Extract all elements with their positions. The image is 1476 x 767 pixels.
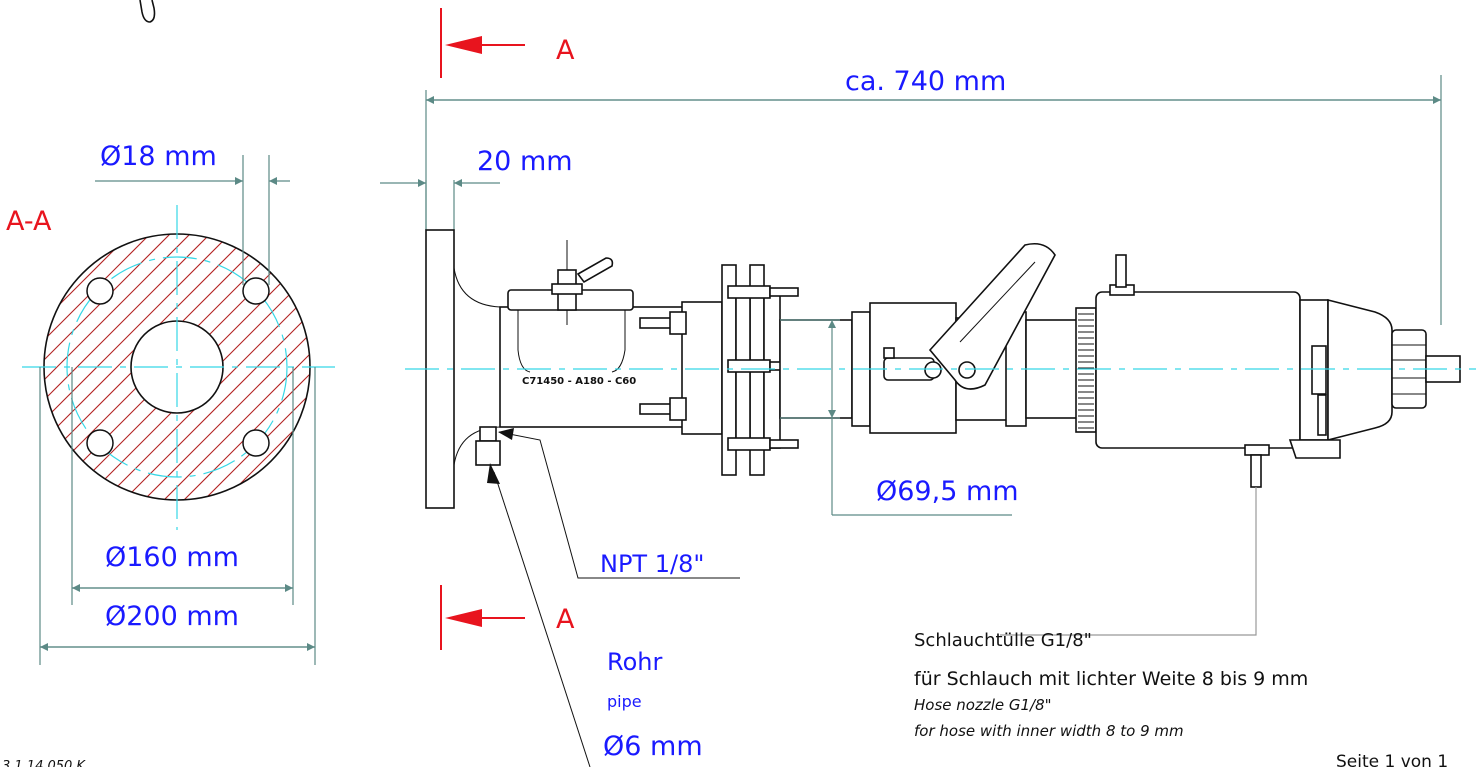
- body-diameter-dimension: Ø69,5 mm: [876, 476, 1019, 507]
- hose-nozzle-bottom: [1250, 454, 1262, 488]
- npt-thread-label: NPT 1/8": [600, 550, 704, 578]
- drawing-reference: 3.1.14.050 K: [2, 759, 86, 767]
- section-marker-bottom: A: [440, 585, 575, 650]
- hose-note-line2-de: für Schlauch mit lichter Weite 8 bis 9 m…: [914, 668, 1308, 690]
- hose-leader: [1000, 487, 1257, 636]
- section-a-a-view: Ø18 mm Ø160 mm Ø200 mm A-A: [6, 141, 335, 665]
- pipe-label-de: Rohr: [607, 648, 662, 676]
- svg-text:A: A: [556, 604, 575, 635]
- pipe-leader: [493, 471, 591, 767]
- partial-component: [139, 0, 156, 23]
- bolt-circle-dimension: Ø160 mm: [105, 542, 239, 573]
- pipe-label-en: pipe: [607, 692, 642, 711]
- mounting-foot: [1288, 439, 1341, 459]
- svg-text:A: A: [556, 35, 575, 66]
- flange-thickness-dimension: 20 mm: [477, 146, 573, 177]
- end-cap: [1327, 298, 1393, 442]
- total-length-dimension: ca. 740 mm: [845, 66, 1006, 97]
- hose-note-line2-en: for hose with inner width 8 to 9 mm: [914, 722, 1184, 740]
- coupling-ribs: [1078, 313, 1094, 429]
- flange-dimension: Ø200 mm: [105, 601, 239, 632]
- hose-note-line1-de: Schlauchtülle G1/8": [914, 630, 1092, 651]
- side-view: ca. 740 mm 20 mm C71450 - A180 - C60: [380, 66, 1476, 767]
- pipe-diameter: Ø6 mm: [603, 731, 703, 762]
- actuator-cylinder: [1095, 291, 1301, 449]
- part-number: C71450 - A180 - C60: [522, 376, 636, 387]
- section-marker-top: A: [440, 8, 575, 78]
- page-number: Seite 1 von 1: [1336, 752, 1448, 767]
- npt-port: [479, 426, 497, 442]
- bolt-hole-dimension: Ø18 mm: [100, 141, 217, 172]
- section-title: A-A: [6, 206, 52, 237]
- clamp-lever: [576, 257, 614, 284]
- bolt-holes: [86, 277, 270, 457]
- valve-lever: [928, 242, 1056, 390]
- hose-note-line1-en: Hose nozzle G1/8": [914, 696, 1052, 714]
- npt-leader: [498, 431, 740, 579]
- hose-coupling: [1075, 307, 1097, 433]
- hose-nozzle-top: [1115, 254, 1127, 288]
